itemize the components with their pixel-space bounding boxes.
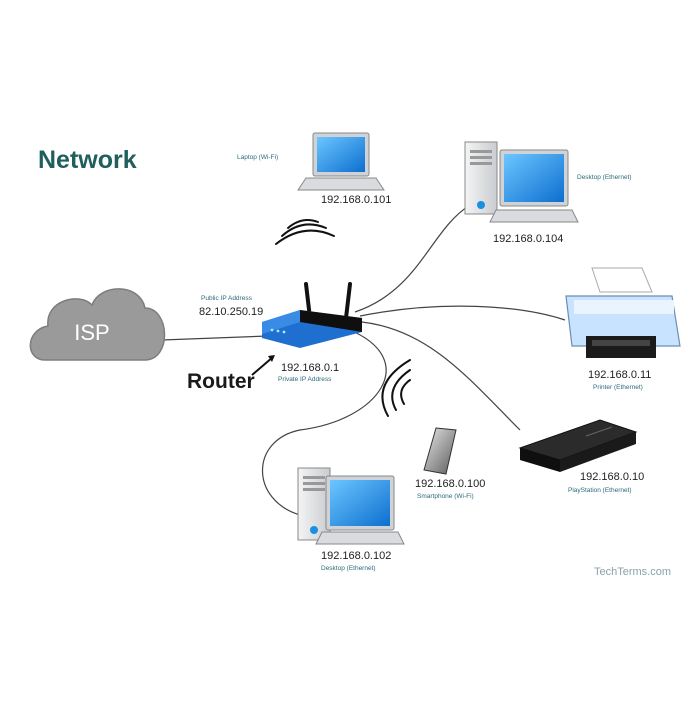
router-public-caption: Public IP Address — [201, 295, 252, 302]
desktop-bottom-ip: 192.168.0.102 — [321, 550, 392, 562]
isp-label: ISP — [74, 320, 109, 345]
cable-router-playstation — [361, 321, 521, 431]
cable-router-desktop-bottom — [262, 329, 387, 516]
smartphone-ip: 192.168.0.100 — [415, 478, 486, 490]
smartphone-caption: Smartphone (Wi-Fi) — [417, 493, 474, 500]
cable-router-printer — [359, 305, 566, 321]
laptop-caption: Laptop (Wi-Fi) — [237, 154, 279, 161]
playstation-caption: PlayStation (Ethernet) — [568, 487, 632, 494]
printer-ip: 192.168.0.11 — [588, 369, 652, 381]
cable-router-desktop-top — [354, 204, 471, 313]
router-icon — [262, 282, 362, 348]
isp-cloud-icon — [29, 288, 166, 361]
desktop-top-icon — [464, 141, 579, 223]
router-private-caption: Private IP Address — [278, 376, 332, 383]
credit-watermark: TechTerms.com — [594, 566, 672, 578]
game-console-icon — [518, 419, 638, 472]
connection-lines — [161, 204, 566, 516]
router-label: Router — [187, 370, 255, 393]
wifi-waves-laptop — [275, 219, 335, 245]
router-public-ip: 82.10.250.19 — [199, 306, 264, 318]
wifi-waves-smartphone — [381, 359, 411, 417]
smartphone-icon — [423, 427, 457, 475]
desktop-top-caption: Desktop (Ethernet) — [577, 174, 632, 181]
laptop-ip: 192.168.0.101 — [321, 194, 392, 206]
desktop-bottom-icon — [297, 467, 405, 545]
printer-caption: Printer (Ethernet) — [593, 384, 643, 391]
cable-isp-router — [161, 335, 269, 341]
laptop-icon — [297, 132, 385, 191]
desktop-top-ip: 192.168.0.104 — [493, 233, 564, 245]
router-private-ip: 192.168.0.1 — [281, 362, 340, 374]
playstation-ip: 192.168.0.10 — [580, 471, 645, 483]
desktop-bottom-caption: Desktop (Ethernet) — [321, 565, 376, 572]
printer-icon — [565, 267, 681, 358]
diagram-title: Network — [38, 146, 137, 174]
router-arrow — [251, 355, 275, 376]
